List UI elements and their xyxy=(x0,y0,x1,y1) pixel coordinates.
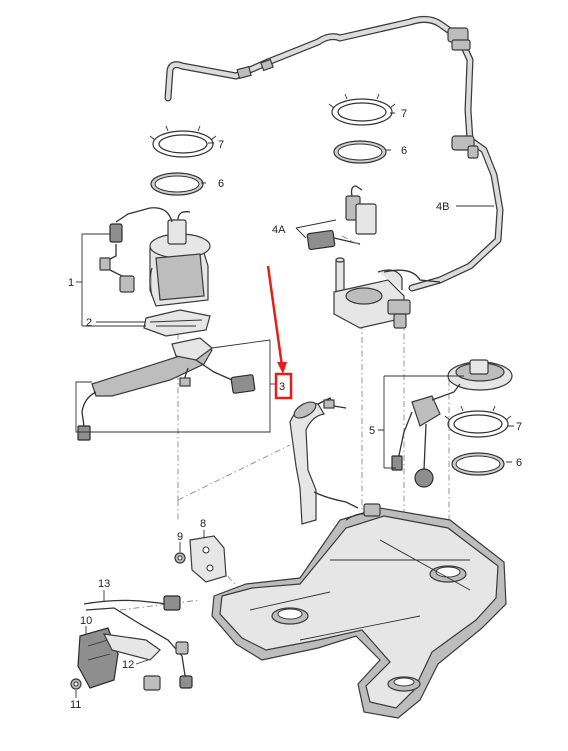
sender-unit-4a xyxy=(306,185,377,251)
level-sender-3 xyxy=(77,337,256,441)
bracket-8 xyxy=(189,535,227,583)
lock-ring-right xyxy=(444,405,512,438)
lock-ring-left xyxy=(149,125,217,158)
nut-9 xyxy=(174,552,186,564)
lock-ring-middle xyxy=(328,93,396,126)
label-4b: 4B xyxy=(436,201,449,213)
filler-hose xyxy=(164,15,504,292)
highlight-arrow xyxy=(266,265,293,400)
leader-lines xyxy=(75,112,514,698)
label-5: 5 xyxy=(369,425,375,437)
highlight-arrow-shaft xyxy=(266,265,284,367)
level-sender-5 xyxy=(391,359,513,488)
seal-ring-right xyxy=(451,452,505,476)
nut-11 xyxy=(70,678,82,690)
breather-assembly xyxy=(333,257,441,329)
label-6-middle: 6 xyxy=(401,145,407,157)
highlight-box xyxy=(274,372,293,400)
wiring-harness-13 xyxy=(83,595,193,689)
label-13: 13 xyxy=(98,578,110,590)
filler-neck xyxy=(289,397,359,525)
label-1: 1 xyxy=(68,277,74,289)
label-11: 11 xyxy=(70,699,81,711)
label-8: 8 xyxy=(200,518,206,530)
part-labels: 1 2 3 4A 4B 5 6 6 6 7 7 7 8 9 10 11 12 1… xyxy=(68,108,522,711)
label-12: 12 xyxy=(122,659,134,671)
label-3: 3 xyxy=(279,381,285,393)
label-7-left: 7 xyxy=(218,139,224,151)
label-6-left: 6 xyxy=(218,178,224,190)
fuel-tank xyxy=(211,503,507,719)
label-9: 9 xyxy=(177,531,183,543)
highlight-arrow-head xyxy=(277,362,287,374)
fuel-pump-module xyxy=(99,207,211,337)
cover-12 xyxy=(102,633,161,691)
label-7-right: 7 xyxy=(516,421,522,433)
seal-ring-left xyxy=(150,172,204,196)
label-4a: 4A xyxy=(272,224,286,236)
seal-ring-middle xyxy=(333,140,387,164)
label-2: 2 xyxy=(86,317,92,329)
label-7-middle: 7 xyxy=(401,108,407,120)
label-10: 10 xyxy=(80,615,92,627)
label-6-right: 6 xyxy=(516,457,522,469)
